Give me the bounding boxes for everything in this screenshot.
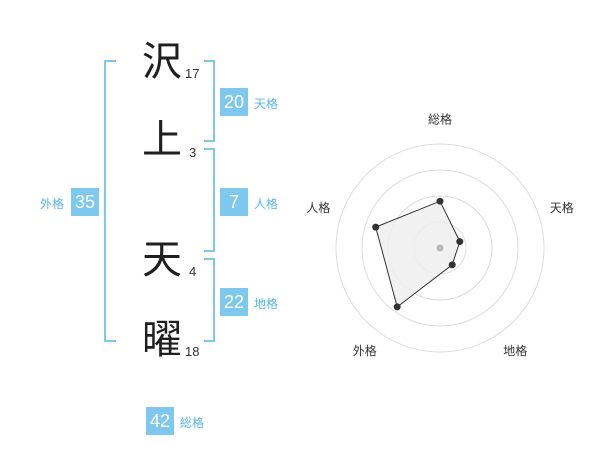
radar-axis-label-1: 総格 <box>428 112 452 127</box>
chikaku-bracket <box>204 258 215 342</box>
chikaku-label: 地格 <box>254 297 279 311</box>
radar-axis-label-3: 地格 <box>503 343 527 358</box>
radar-axis-label-2: 天格 <box>550 200 574 215</box>
soukaku-label: 総格 <box>180 416 205 430</box>
name-char-4: 曜 <box>142 317 182 363</box>
name-char-3: 天 <box>142 237 182 283</box>
radar-point-1 <box>436 197 444 205</box>
radar-ring-4 <box>335 143 545 353</box>
stroke-count-2: 3 <box>189 145 197 160</box>
radar-point-4 <box>393 303 401 311</box>
jinkaku-label: 人格 <box>254 197 279 211</box>
jinkaku-value: 7 <box>220 188 248 216</box>
radar-polygon <box>375 200 461 308</box>
gaikaku-label: 外格 <box>40 197 65 211</box>
radar-ring-3 <box>361 169 519 327</box>
tenkaku-label: 天格 <box>254 97 279 111</box>
radar-point-2 <box>456 238 464 246</box>
stroke-count-3: 4 <box>189 264 197 279</box>
radar-axis-label-5: 人格 <box>306 200 330 215</box>
gaikaku-bracket <box>104 60 116 342</box>
tenkaku-value: 20 <box>220 88 248 116</box>
jinkaku-bracket <box>204 148 215 252</box>
stroke-count-1: 17 <box>185 66 200 81</box>
stroke-count-4: 18 <box>185 344 200 359</box>
radar-center <box>436 244 444 252</box>
tenkaku-bracket <box>204 60 215 142</box>
radar-axis-label-4: 外格 <box>353 343 377 358</box>
soukaku-value: 42 <box>146 407 174 435</box>
radar-point-5 <box>372 223 380 231</box>
name-char-1: 沢 <box>142 39 182 85</box>
gaikaku-value: 35 <box>71 188 99 216</box>
chikaku-value: 22 <box>220 288 248 316</box>
name-char-2: 上 <box>142 117 182 163</box>
radar-point-3 <box>448 261 456 269</box>
